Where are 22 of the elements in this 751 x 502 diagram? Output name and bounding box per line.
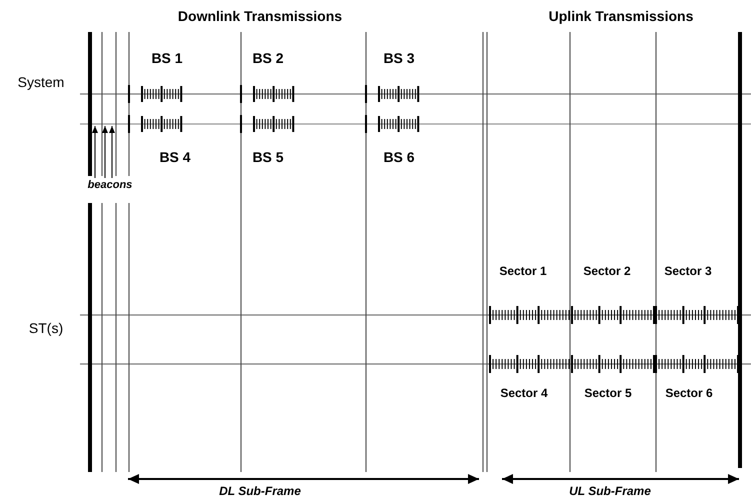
burst-label: BS 4 [159,150,191,164]
arrow [102,126,108,178]
burst-label: BS 2 [252,51,284,65]
section-heading: Downlink Transmissions [178,9,342,23]
burst-label: Sector 4 [500,387,548,399]
burst-label: BS 5 [252,150,284,164]
arrow [109,126,115,178]
burst-label: BS 3 [383,51,415,65]
burst-label: BS 6 [383,150,415,164]
dimension-label: DL Sub-Frame [219,485,301,497]
section-heading: Uplink Transmissions [548,9,694,23]
dimension-label: UL Sub-Frame [569,485,651,497]
burst-label: Sector 5 [584,387,632,399]
arrow [92,126,98,178]
burst-label: Sector 2 [583,265,631,277]
burst-label: BS 1 [151,51,183,65]
row-label: System [18,75,64,89]
burst-label: Sector 3 [664,265,712,277]
row-label: ST(s) [28,321,64,335]
burst-label: Sector 1 [499,265,547,277]
burst-label: Sector 6 [665,387,713,399]
beacon-label: beacons [84,180,136,191]
